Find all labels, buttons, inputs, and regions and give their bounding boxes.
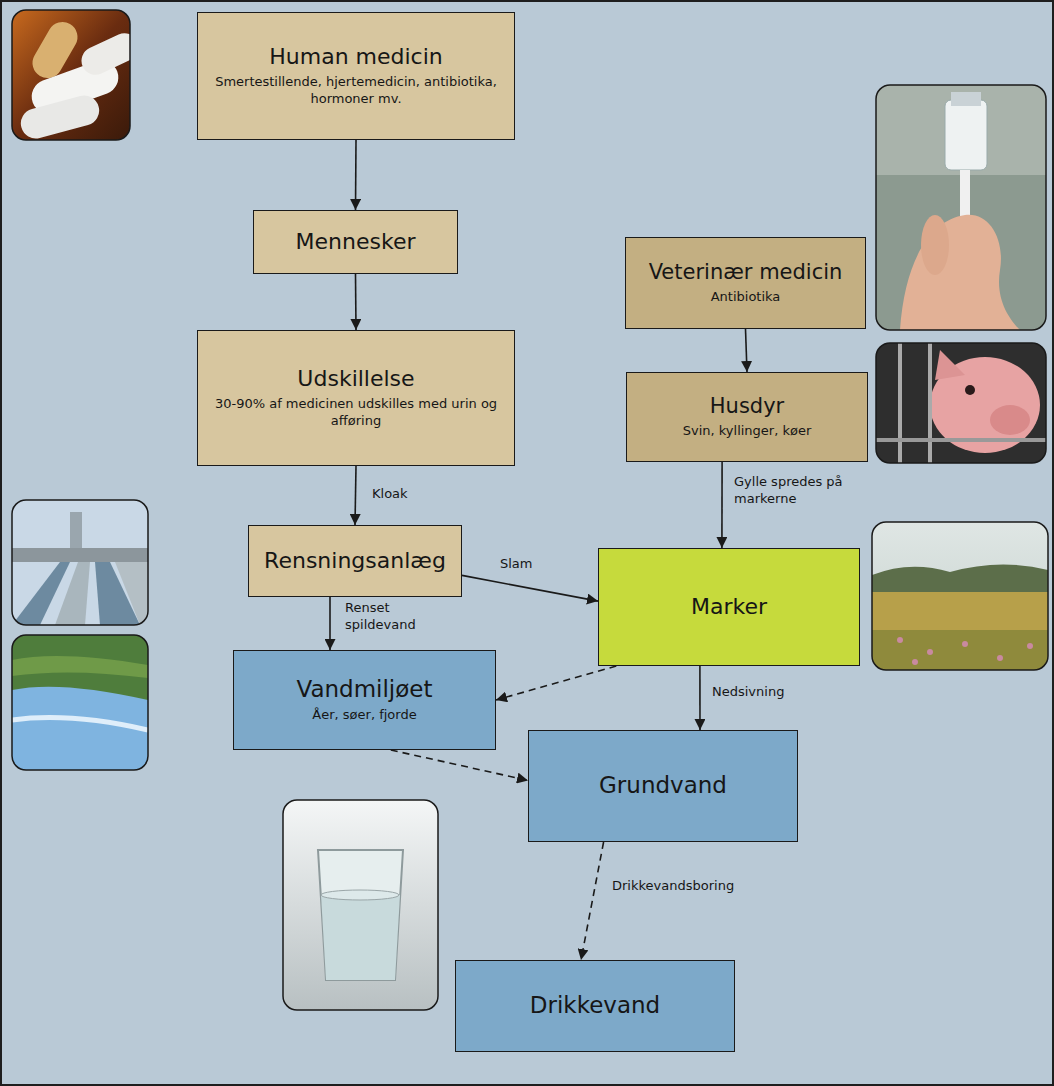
process-box: Rensningsanlæg [248,525,462,597]
process-box: Human medicinSmertestillende, hjertemedi… [197,12,515,140]
pig-photo [876,343,1046,463]
water-box: VandmiljøetÅer, søer, fjorde [233,650,496,750]
edge-label: Drikkevandsboring [612,878,762,895]
flow-arrow [721,462,723,548]
pills-photo [12,10,130,140]
node-title: Grundvand [599,772,727,800]
field-photo [872,522,1048,670]
edge-label: Renset spildevand [345,600,455,634]
dashed-arrow [581,842,604,960]
process-box: Mennesker [253,210,458,274]
node-subtitle: 30-90% af medicinen udskilles med urin o… [210,396,502,430]
node-title: Mennesker [296,229,416,255]
node-title: Drikkevand [530,992,660,1020]
edge-label: Kloak [372,486,452,503]
flow-arrow [462,575,598,601]
node-subtitle: Smertestillende, hjertemedicin, antibiot… [210,74,502,108]
river-photo [12,635,148,770]
flow-arrow [355,140,357,210]
edge-label: Nedsivning [712,684,822,701]
edge-label: Slam [500,556,560,573]
flow-arrow [355,274,357,330]
field-box: Marker [598,548,860,666]
dashed-arrow [496,666,616,700]
treatment-plant-photo [12,500,148,625]
flow-arrow [355,466,356,525]
node-title: Husdyr [710,394,784,419]
process-box: Veterinær medicinAntibiotika [625,237,866,329]
water-box: Grundvand [528,730,798,842]
node-title: Rensningsanlæg [264,548,446,574]
flow-arrow [699,666,701,730]
node-title: Marker [691,594,767,620]
node-subtitle: Antibiotika [711,289,781,306]
flow-arrow [746,329,748,372]
flow-arrow [329,597,331,650]
process-box: Udskillelse 30-90% af medicinen udskilles… [197,330,515,466]
node-subtitle: Åer, søer, fjorde [312,707,416,724]
node-title: Vandmiljøet [296,676,432,704]
node-title: Veterinær medicin [649,260,843,285]
node-title: Udskillelse [297,366,414,392]
water-box: Drikkevand [455,960,735,1052]
edge-label: Gylle spredes på markerne [734,474,862,508]
process-box: HusdyrSvin, kyllinger, køer [626,372,868,462]
syringe-photo [876,85,1046,330]
node-title: Human medicin [269,44,443,70]
glass-photo [283,800,438,1010]
dashed-arrow [391,750,528,780]
node-subtitle: Svin, kyllinger, køer [683,423,812,440]
